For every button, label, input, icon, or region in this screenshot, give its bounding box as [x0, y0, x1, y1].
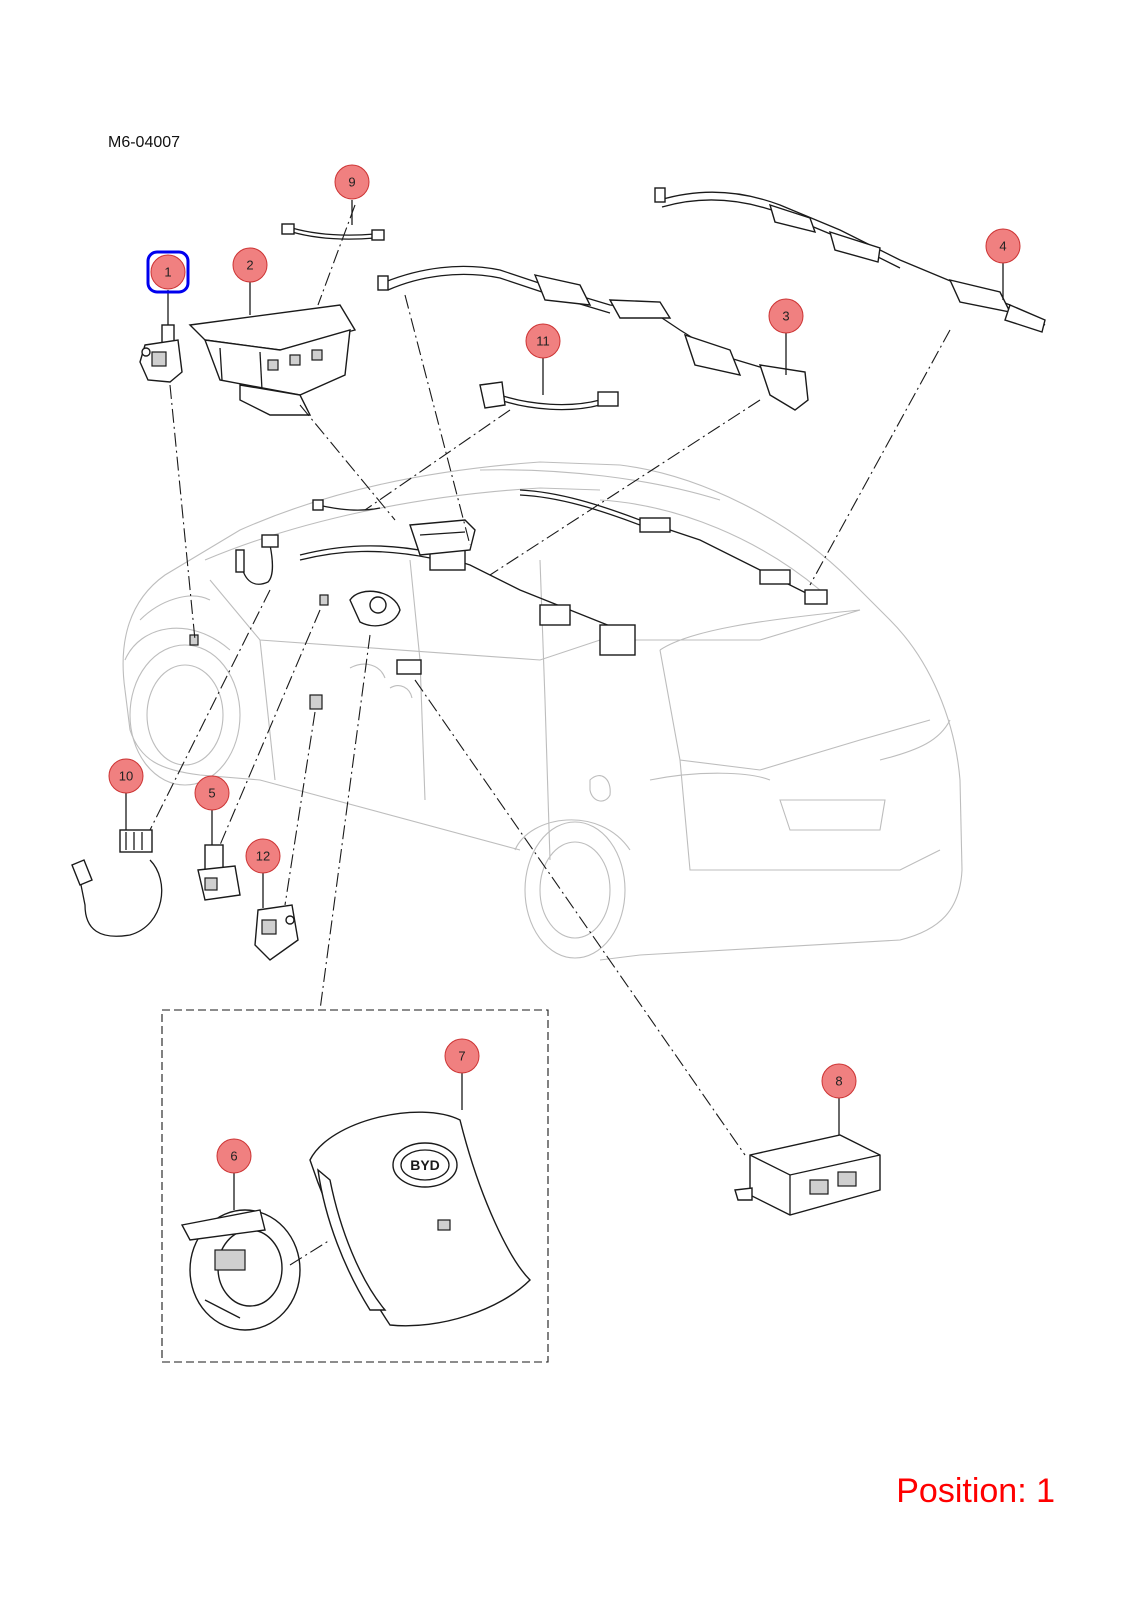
callout-7[interactable]: 7 — [444, 1038, 480, 1074]
part-5-front-sensor — [197, 844, 241, 901]
installed-steering-airbag — [349, 590, 401, 627]
part-1-side-sensor — [139, 324, 183, 383]
installed-curtain-airbag-left — [299, 545, 636, 656]
callout-number: 4 — [999, 239, 1006, 254]
installed-harness-11 — [312, 499, 381, 511]
part-11-harness — [479, 381, 619, 411]
callout-stems — [125, 200, 1004, 1210]
part-9-harness — [281, 223, 385, 241]
part-2-passenger-airbag — [188, 304, 357, 416]
callout-number: 5 — [208, 786, 215, 801]
callout-number: 1 — [164, 265, 171, 280]
installed-passenger-airbag — [409, 519, 476, 556]
callout-6[interactable]: 6 — [216, 1138, 252, 1174]
part-8-control-unit — [734, 1134, 881, 1216]
callout-highlight — [146, 250, 190, 294]
callout-circle — [444, 1038, 480, 1074]
callout-number: 2 — [246, 258, 253, 273]
part-6-clock-spring — [180, 1209, 301, 1331]
callout-number: 7 — [458, 1049, 465, 1064]
callout-9[interactable]: 9 — [334, 164, 370, 200]
callout-5[interactable]: 5 — [194, 775, 230, 811]
installed-small-sensors — [189, 594, 422, 710]
callout-circle — [216, 1138, 252, 1174]
callout-number: 10 — [119, 769, 133, 784]
callout-3[interactable]: 3 — [768, 298, 804, 334]
callout-number: 11 — [536, 334, 550, 349]
callout-circle — [334, 164, 370, 200]
callout-11[interactable]: 11 — [525, 323, 561, 359]
callout-number: 8 — [835, 1074, 842, 1089]
callout-8[interactable]: 8 — [821, 1063, 857, 1099]
callout-circle — [108, 758, 144, 794]
callout-number: 3 — [782, 309, 789, 324]
steering-detail-box — [161, 1009, 549, 1363]
installed-sensor-10 — [235, 534, 279, 585]
part-10-sensor — [71, 829, 163, 937]
callout-10[interactable]: 10 — [108, 758, 144, 794]
part-3-curtain-airbag — [377, 265, 809, 411]
callout-circle — [150, 254, 186, 290]
callout-circle — [194, 775, 230, 811]
leader-lines — [149, 204, 951, 1266]
byd-logo: BYD — [410, 1157, 440, 1173]
callout-circle — [768, 298, 804, 334]
callout-number: 12 — [256, 849, 270, 864]
installed-curtain-airbag-right — [519, 489, 828, 605]
callout-circle — [821, 1063, 857, 1099]
callout-12[interactable]: 12 — [245, 838, 281, 874]
callout-2[interactable]: 2 — [232, 247, 268, 283]
part-12-sensor — [254, 904, 299, 961]
callout-number: 9 — [348, 175, 355, 190]
callout-circle — [245, 838, 281, 874]
part-4-curtain-airbag — [654, 187, 1046, 333]
vehicle-outline — [122, 461, 963, 961]
part-7-driver-airbag: BYD — [309, 1111, 531, 1327]
drawing-code: M6-04007 — [108, 134, 180, 151]
callout-number: 6 — [230, 1149, 237, 1164]
callout-circle — [525, 323, 561, 359]
callout-circle — [232, 247, 268, 283]
callout-1[interactable]: 1 — [146, 250, 190, 294]
callout-4[interactable]: 4 — [985, 228, 1021, 264]
callout-circle — [985, 228, 1021, 264]
position-label: Position: 1 — [896, 1472, 1055, 1510]
